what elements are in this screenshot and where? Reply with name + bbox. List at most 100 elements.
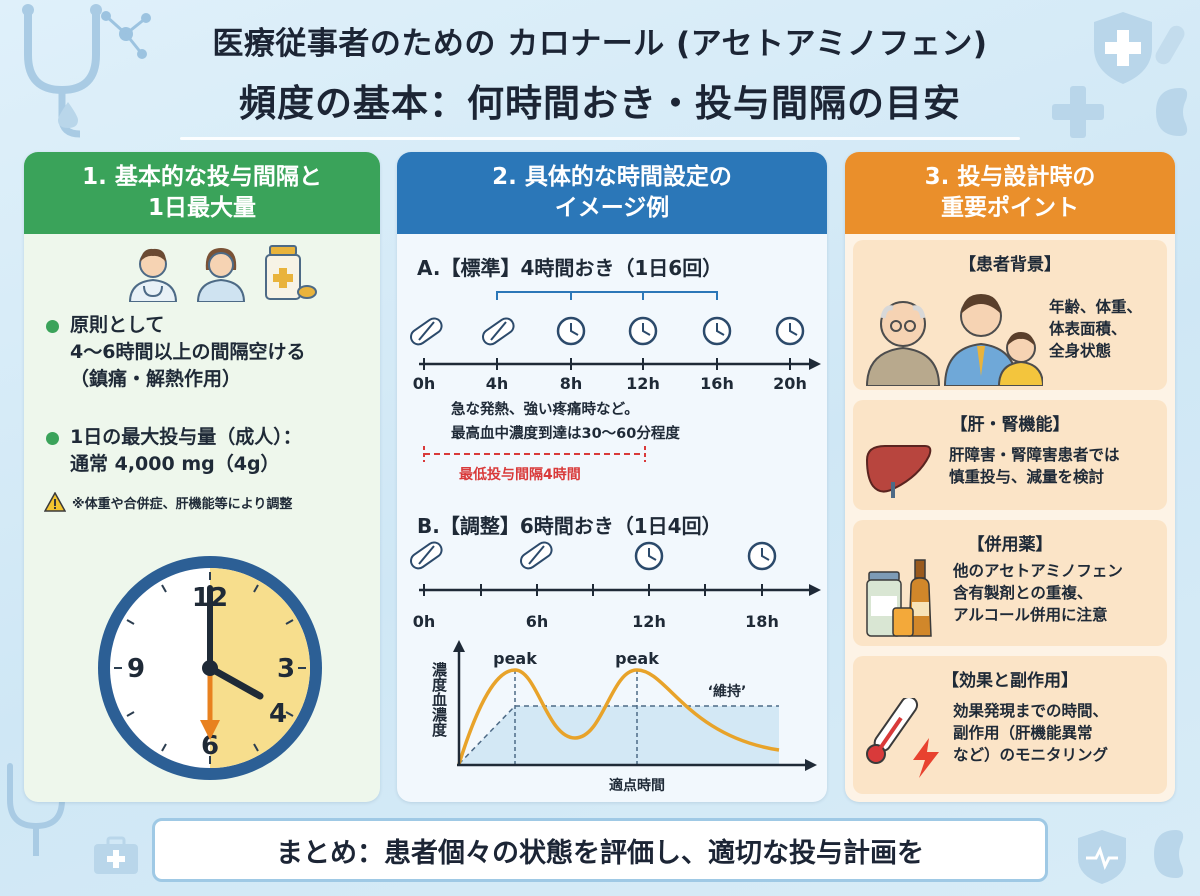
- panel-design-points: 3. 投与設計時の 重要ポイント 【患者背景】 年齢、体重、 体表面積、 全身状…: [845, 152, 1175, 802]
- card-patient-background: 【患者背景】 年齢、体重、 体表面積、 全身状態: [853, 240, 1167, 390]
- capsule-icon: [482, 317, 515, 346]
- title-divider: [180, 137, 1020, 140]
- card-text: 他のアセトアミノフェン 含有製剤との重複、 アルコール併用に注意: [953, 560, 1123, 626]
- timeline-a-tick: 0h: [412, 374, 436, 393]
- card-concomitant-drugs: 【併用薬】 他のアセトアミノフェン 含有製剤との重複、 アルコール併用に注意: [853, 520, 1167, 646]
- peak-label: peak: [493, 649, 537, 668]
- card-line: 副作用（肝機能異常: [953, 724, 1093, 742]
- clock-number-9: 9: [127, 654, 145, 684]
- panel-design-heading: 3. 投与設計時の 重要ポイント: [845, 152, 1175, 234]
- summary-banner: まとめ：患者個々の状態を評価し、適切な投与計画を: [152, 818, 1048, 882]
- clock-icon: [775, 316, 805, 346]
- page-header: 医療従事者のための カロナール (アセトアミノフェン) 頻度の基本：何時間おき・…: [0, 18, 1200, 127]
- card-title: 【効果と副作用】: [942, 671, 1078, 691]
- timeline-a-tick: 8h: [559, 374, 583, 393]
- panel-heading-line: 2. 具体的な時間設定の: [492, 163, 732, 190]
- bullet-text: （鎮痛・解熱作用）: [70, 367, 242, 390]
- card-line: 効果発現までの時間、: [953, 702, 1109, 720]
- bullet-text: 4〜6時間以上の間隔空ける: [70, 340, 306, 363]
- timeline-a-tick: 20h: [773, 374, 807, 393]
- medical-kit-icon: [94, 836, 138, 874]
- bullet-max-dose: 1日の最大投与量（成人）： 通常 4,000 mg（4g）: [46, 424, 302, 478]
- graph-y-label: 濃度血濃度: [430, 662, 448, 737]
- dose-warning: ※体重や合併症、肝機能等により調整: [44, 492, 292, 512]
- schedule-a-note: 最高血中濃度到達は30〜60分程度: [451, 426, 680, 442]
- card-line: 全身状態: [1049, 342, 1112, 360]
- bottles-icon: [866, 559, 932, 637]
- page-title: 頻度の基本：何時間おき・投与間隔の目安: [239, 82, 961, 125]
- kidney-icon-bottom: [1154, 830, 1184, 878]
- bullet-interval: 原則として 4〜6時間以上の間隔空ける （鎮痛・解熱作用）: [46, 312, 305, 393]
- peak-label: peak: [615, 649, 659, 668]
- timeline-b-tick: 18h: [745, 612, 779, 631]
- schedule-b-title: B.【調整】6時間おき（1日4回）: [417, 514, 722, 538]
- timeline-b-tick: 0h: [412, 612, 436, 631]
- shield-cross-icon: [1094, 12, 1152, 84]
- bullet-dot: [46, 432, 59, 445]
- card-line: アルコール併用に注意: [953, 606, 1108, 624]
- panel-heading-line: 1. 基本的な投与間隔と: [82, 163, 322, 190]
- drop-icon: [58, 102, 78, 128]
- panel-heading-line: 3. 投与設計時の: [924, 163, 1096, 190]
- card-line: 含有製剤との重複、: [953, 584, 1093, 602]
- clock-icon: [634, 541, 664, 571]
- maintain-label: ‘維持’: [708, 683, 747, 700]
- panel-basic-interval-heading: 1. 基本的な投与間隔と 1日最大量: [24, 152, 380, 234]
- card-effects-side-effects: 【効果と副作用】 効果発現までの時間、 副作用（肝機能異常 など）のモニタリング: [853, 656, 1167, 794]
- clock-icon: [702, 316, 732, 346]
- card-line: 体表面積、: [1049, 320, 1127, 338]
- kidney-icon: [1156, 88, 1188, 136]
- pill-icon: [1155, 25, 1185, 65]
- bullet-text: 通常 4,000 mg（4g）: [70, 452, 280, 475]
- medical-cross-icon: [1052, 86, 1104, 138]
- card-text: 効果発現までの時間、 副作用（肝機能異常 など）のモニタリング: [953, 700, 1108, 766]
- clock-icon: [747, 541, 777, 571]
- schedule-a-title: A.【標準】4時間おき（1日6回）: [417, 256, 723, 280]
- stethoscope-icon-bottom: [7, 763, 65, 856]
- card-title: 【患者背景】: [959, 255, 1061, 275]
- schedule-a-timeline: [410, 291, 821, 370]
- bullet-dot: [46, 320, 59, 333]
- clock-number-4: 4: [269, 699, 287, 729]
- schedule-a-note: 急な発熱、強い疼痛時など。: [451, 402, 639, 418]
- clock-icon: [628, 316, 658, 346]
- card-line: など）のモニタリング: [953, 746, 1109, 764]
- card-text: 年齢、体重、 体表面積、 全身状態: [1049, 296, 1142, 362]
- capsule-icon: [520, 541, 553, 570]
- min-interval-bracket: [423, 446, 646, 462]
- panel-heading-line: 1日最大量: [147, 195, 256, 221]
- clock-icon: 12 3 6 9 4: [98, 556, 322, 780]
- warning-icon: [44, 492, 66, 512]
- doctor-icon: [128, 248, 178, 302]
- card-title: 【併用薬】: [967, 535, 1053, 555]
- concentration-graph: peak peak ‘維持’ 適点時間: [453, 640, 817, 794]
- card-line: 年齢、体重、: [1049, 298, 1143, 316]
- liver-icon: [865, 445, 932, 498]
- capsule-icon: [410, 541, 443, 570]
- bullet-text: 1日の最大投与量（成人）：: [70, 426, 302, 448]
- min-interval-label: 最低投与間隔4時間: [459, 467, 581, 483]
- timeline-a-tick: 16h: [700, 374, 734, 393]
- clock-number-3: 3: [277, 654, 295, 684]
- graph-x-label: 適点時間: [609, 777, 665, 794]
- card-text: 肝障害・腎障害患者では 慎重投与、減量を検討: [949, 444, 1120, 488]
- heart-shield-icon: [1078, 830, 1126, 884]
- card-line: 他のアセトアミノフェン: [953, 562, 1123, 580]
- molecule-icon: [101, 11, 151, 59]
- clock-icon: [556, 316, 586, 346]
- card-title: 【肝・腎機能】: [950, 415, 1070, 435]
- panel-basic-interval: 1. 基本的な投与間隔と 1日最大量 原則として 4〜6時間以上の間隔空ける （…: [24, 152, 380, 802]
- warning-text: ※体重や合併症、肝機能等により調整: [72, 496, 293, 512]
- lightning-icon: [913, 738, 939, 778]
- thermometer-icon: [866, 698, 919, 764]
- panel-heading-line: 重要ポイント: [941, 195, 1079, 221]
- medicine-bottle-icon: [265, 245, 317, 300]
- timeline-b-tick: 12h: [632, 612, 666, 631]
- timeline-b-tick: 6h: [525, 612, 549, 631]
- capsule-icon: [410, 317, 443, 346]
- panel-heading-line: イメージ例: [554, 195, 670, 221]
- bullet-text: 原則として: [70, 314, 165, 336]
- card-line: 肝障害・腎障害患者では: [949, 446, 1120, 464]
- card-liver-kidney: 【肝・腎機能】 肝障害・腎障害患者では 慎重投与、減量を検討: [853, 400, 1167, 510]
- nurse-icon: [196, 248, 246, 302]
